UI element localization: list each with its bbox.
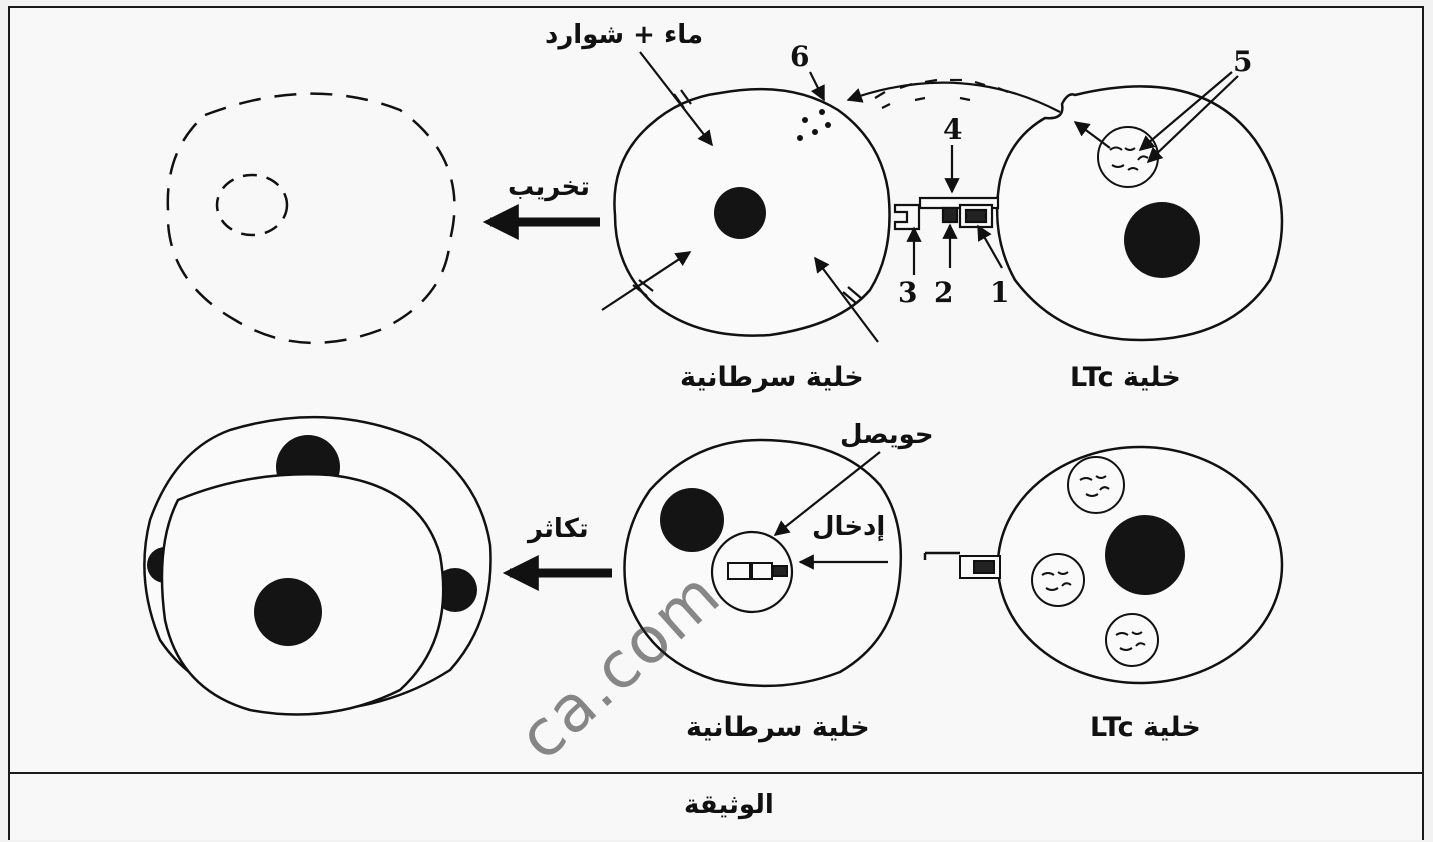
bottom-ltc-cell-caption: خلية LTc: [1090, 712, 1201, 743]
bottom-cancer-nucleus: [660, 488, 724, 552]
label-number-5: 5: [1233, 45, 1252, 78]
label-number-4: 4: [943, 113, 962, 146]
label-number-2: 2: [934, 276, 953, 309]
top-ltc-cell-caption: خلية LTc: [1070, 362, 1181, 393]
label-number-6: 6: [790, 40, 809, 73]
proliferating-cells: [144, 417, 490, 714]
water-ions-label: ماء + شوارد: [545, 20, 703, 50]
destruction-label: تخريب: [508, 172, 590, 202]
insertion-label: إدخال: [812, 512, 885, 542]
top-ltc-cell: [997, 86, 1282, 340]
top-cancer-cell-caption: خلية سرطانية: [680, 362, 864, 393]
top-cancer-cell: [614, 89, 889, 336]
vesicle-label: حويصل: [840, 420, 934, 450]
label-number-3: 3: [898, 276, 917, 309]
document-label: الوثيقة: [684, 790, 774, 820]
tcr-mhc-complex: [895, 198, 998, 229]
top-cancer-nucleus: [714, 187, 766, 239]
proliferation-label: تكاثر: [528, 514, 589, 544]
top-ltc-granule: [1098, 127, 1158, 187]
exocytosis-arrow: [848, 83, 1060, 112]
destroyed-cell: [168, 94, 455, 343]
label-number-1: 1: [990, 276, 1009, 309]
bottom-cancer-cell-caption: خلية سرطانية: [686, 712, 870, 743]
top-ltc-nucleus: [1124, 202, 1200, 278]
bottom-ltc-cell: [925, 447, 1282, 683]
